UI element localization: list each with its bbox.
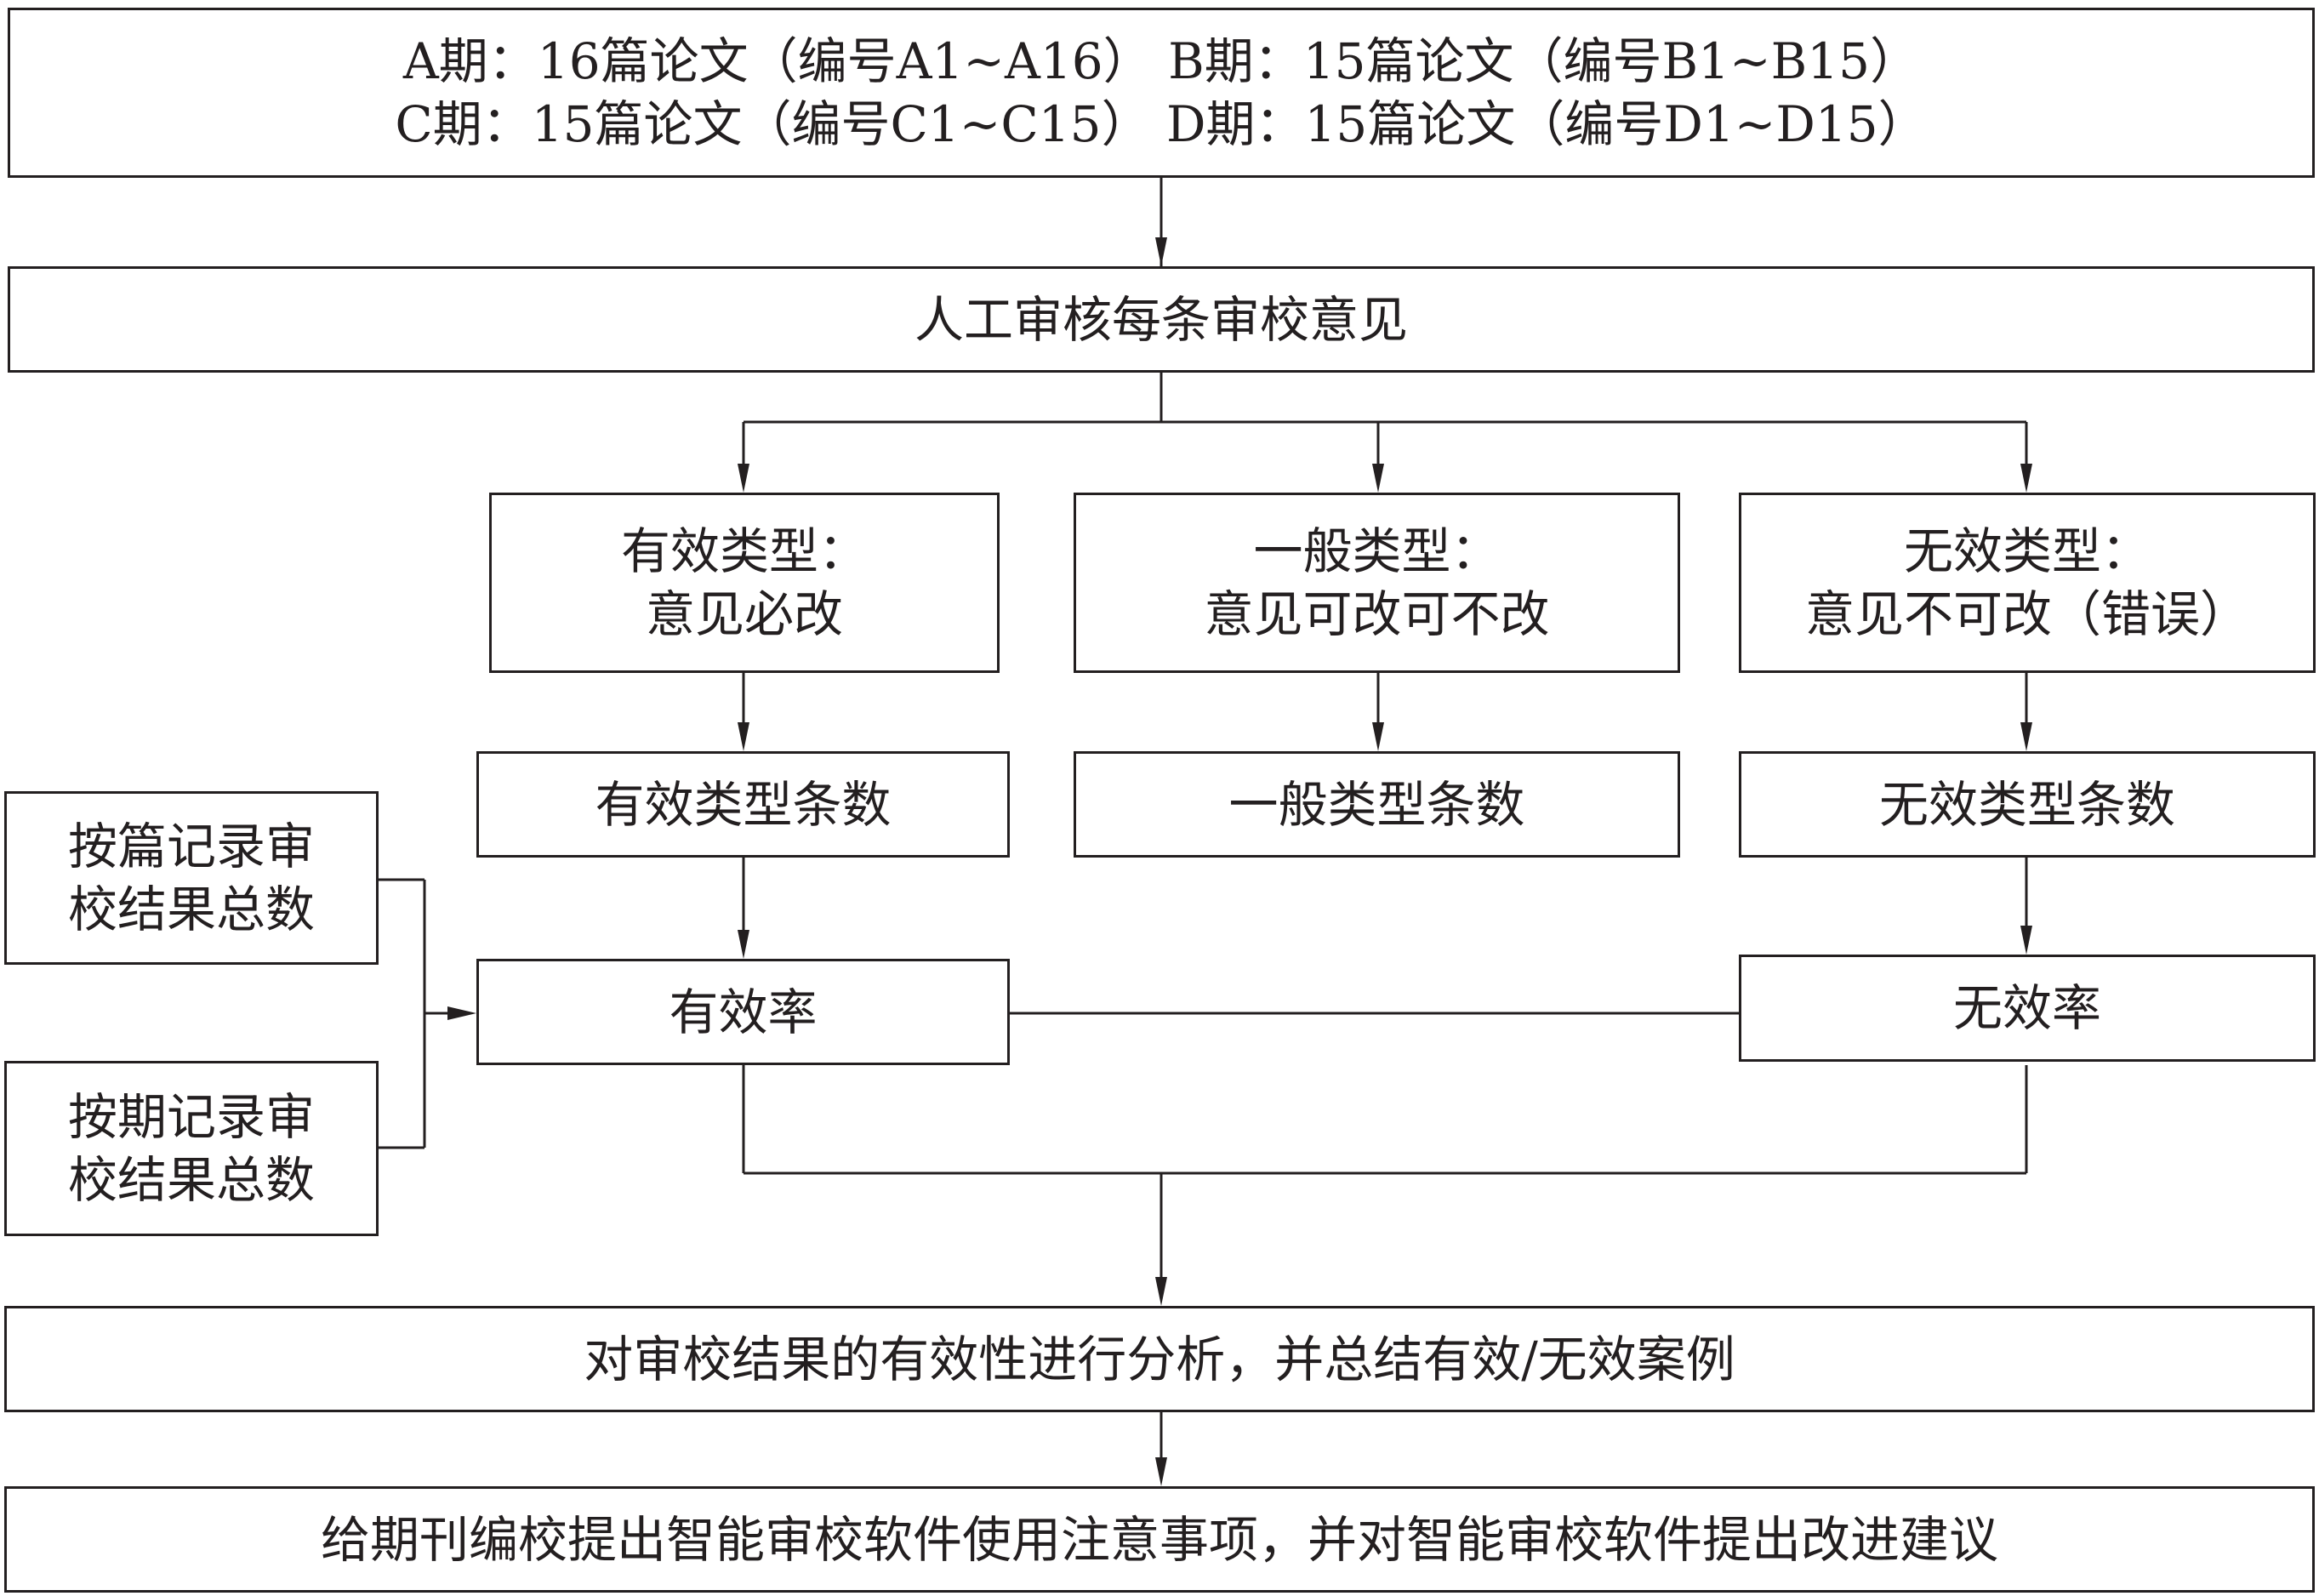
- review-label: 人工审核每条审校意见: [914, 290, 1408, 349]
- arrowhead-icon: [1372, 722, 1384, 751]
- general-type-title: 一般类型：: [1253, 522, 1501, 580]
- valid-count-box: 有效类型条数: [476, 751, 1010, 858]
- arrowhead-icon: [1155, 1457, 1167, 1486]
- arrowhead-icon: [2020, 722, 2032, 751]
- issues-line-1: A期：16篇论文（编号A1~A16） B期：15篇论文（编号B1~B15）: [402, 32, 1920, 90]
- invalid-rate-label: 无效率: [1952, 979, 2101, 1037]
- arrowhead-icon: [738, 464, 749, 493]
- arrowhead-icon: [738, 930, 749, 959]
- arrowhead-icon: [1155, 1277, 1167, 1306]
- invalid-type-box: 无效类型： 意见不可改（错误）: [1739, 493, 2316, 673]
- invalid-rate-box: 无效率: [1739, 955, 2316, 1062]
- analysis-box: 对审校结果的有效性进行分析，并总结有效/无效案例: [4, 1306, 2315, 1412]
- invalid-type-title: 无效类型：: [1903, 522, 2151, 580]
- suggestion-label: 给期刊编校提出智能审校软件使用注意事项，并对智能审校软件提出改进建议: [320, 1510, 1998, 1569]
- valid-rate-box: 有效率: [476, 959, 1010, 1065]
- issues-box: A期：16篇论文（编号A1~A16） B期：15篇论文（编号B1~B15） C期…: [8, 8, 2315, 178]
- issues-line-2: C期：15篇论文（编号C1~C15） D期：15篇论文（编号D1~D15）: [395, 95, 1928, 153]
- general-count-box: 一般类型条数: [1074, 751, 1680, 858]
- record-by-issue-line-1: 按期记录审: [67, 1088, 315, 1146]
- arrowhead-icon: [2020, 464, 2032, 493]
- record-by-issue-box: 按期记录审 校结果总数: [4, 1061, 379, 1236]
- suggestion-box: 给期刊编校提出智能审校软件使用注意事项，并对智能审校软件提出改进建议: [4, 1486, 2315, 1593]
- invalid-count-label: 无效类型条数: [1878, 775, 2175, 834]
- valid-type-box: 有效类型： 意见必改: [489, 493, 1000, 673]
- valid-rate-label: 有效率: [669, 983, 818, 1041]
- record-by-paper-line-1: 按篇记录审: [67, 818, 315, 875]
- record-by-paper-line-2: 校结果总数: [67, 881, 315, 938]
- general-type-desc: 意见可改可不改: [1204, 585, 1550, 643]
- arrowhead-icon: [1372, 464, 1384, 493]
- valid-type-desc: 意见必改: [645, 585, 843, 643]
- record-by-paper-box: 按篇记录审 校结果总数: [4, 791, 379, 965]
- arrowhead-icon: [738, 722, 749, 751]
- valid-type-title: 有效类型：: [620, 522, 868, 580]
- review-box: 人工审核每条审校意见: [8, 266, 2315, 373]
- general-count-label: 一般类型条数: [1228, 775, 1525, 834]
- invalid-count-box: 无效类型条数: [1739, 751, 2316, 858]
- record-by-issue-line-2: 校结果总数: [67, 1151, 315, 1209]
- arrowhead-icon: [2020, 926, 2032, 955]
- general-type-box: 一般类型： 意见可改可不改: [1074, 493, 1680, 673]
- valid-count-label: 有效类型条数: [595, 775, 892, 834]
- analysis-label: 对审校结果的有效性进行分析，并总结有效/无效案例: [584, 1330, 1735, 1388]
- arrowhead-icon: [447, 1006, 476, 1020]
- arrowhead-icon: [1155, 237, 1167, 266]
- invalid-type-desc: 意见不可改（错误）: [1804, 585, 2249, 643]
